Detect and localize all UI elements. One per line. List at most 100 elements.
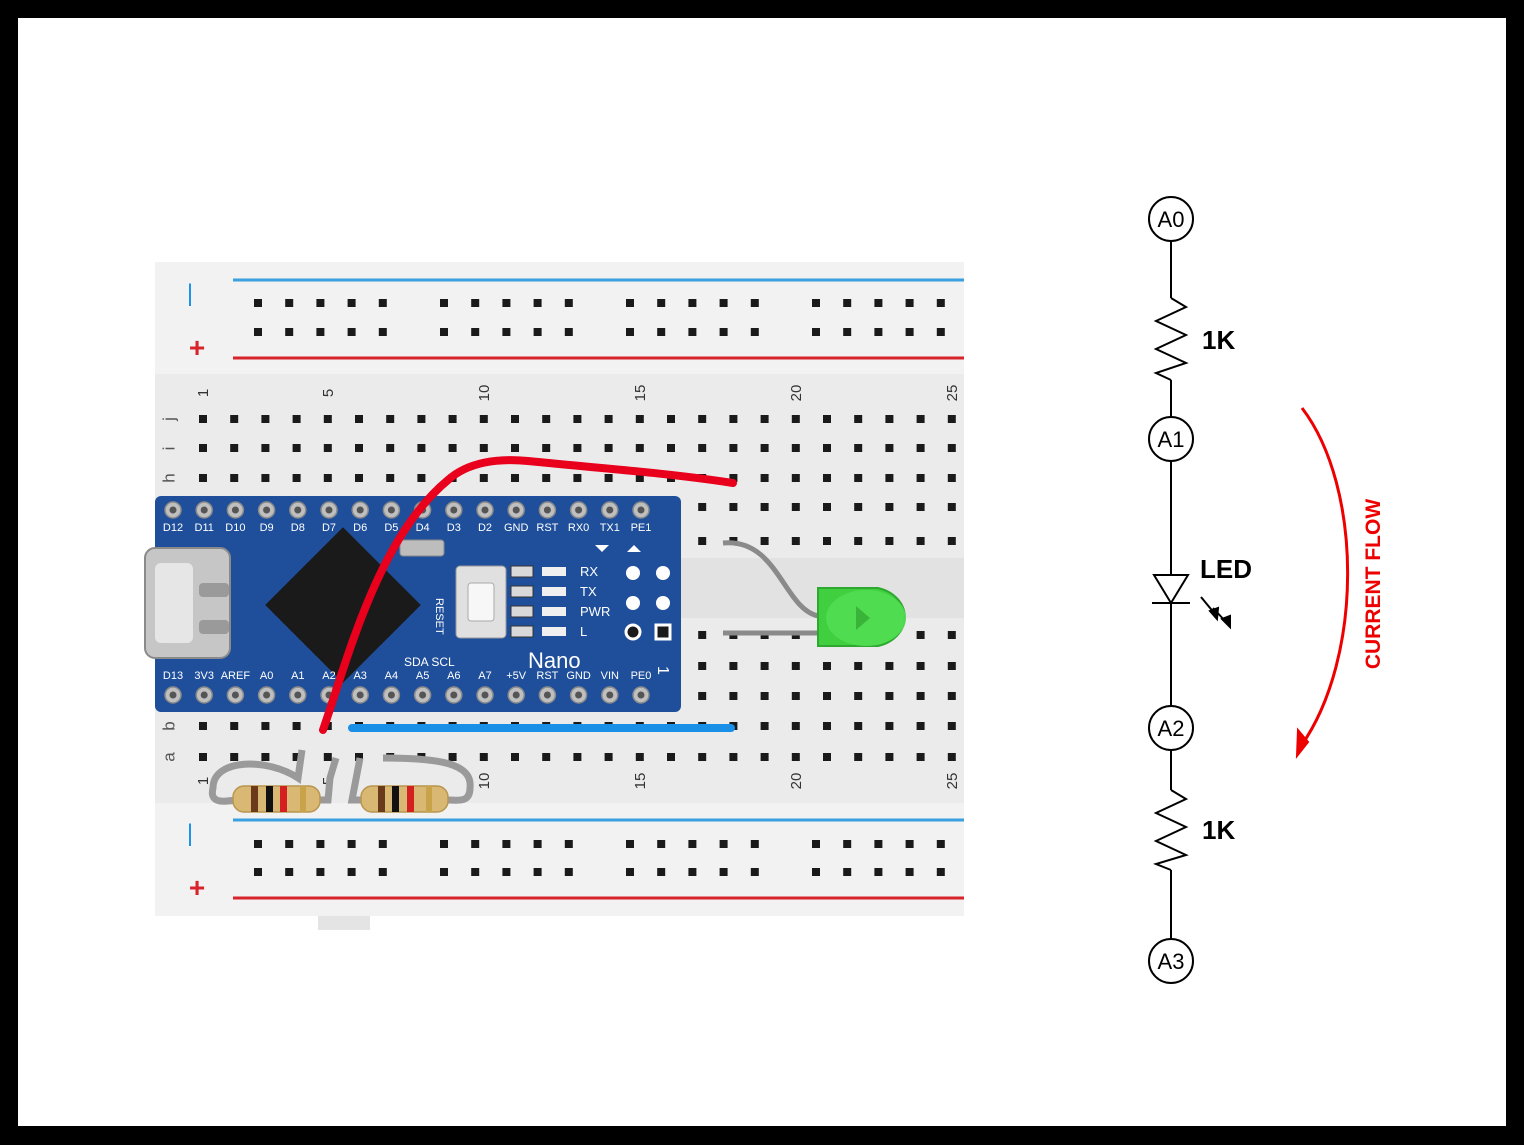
usb-c-tab <box>199 583 229 597</box>
usb-c-tab-2 <box>199 620 229 634</box>
rail-hole <box>254 328 262 336</box>
rail-hole <box>626 868 634 876</box>
rail-hole <box>347 328 356 336</box>
terminal-hole <box>542 415 551 423</box>
terminal-hole <box>916 537 925 545</box>
column-number: 25 <box>944 385 961 402</box>
pin-label: A1 <box>291 670 304 682</box>
smd-resistor <box>510 605 534 618</box>
terminal-hole <box>823 662 831 670</box>
rail-hole <box>347 840 356 848</box>
pin-hole-center <box>387 506 395 514</box>
terminal-hole <box>261 753 270 761</box>
rail-hole <box>905 328 914 336</box>
terminal-hole <box>947 503 956 511</box>
terminal-hole <box>885 474 894 482</box>
rail-hole <box>378 328 387 336</box>
terminal-hole <box>230 753 239 761</box>
rail-hole <box>843 840 852 848</box>
terminal-hole <box>760 692 769 700</box>
pin-hole-center <box>387 691 395 699</box>
pin-label: AREF <box>221 670 251 682</box>
node-a0-label: A0 <box>1158 207 1185 232</box>
pin-hole-center <box>450 691 458 699</box>
terminal-hole <box>791 722 800 730</box>
rail-hole <box>843 328 852 336</box>
led-lead-1 <box>722 540 839 621</box>
terminal-hole <box>885 415 894 423</box>
led-value-label: LED <box>1200 554 1252 584</box>
terminal-hole <box>823 503 831 511</box>
pin-label: D6 <box>353 522 367 534</box>
terminal-hole <box>448 753 457 761</box>
red-jumper-wire <box>319 456 737 734</box>
rail-hole <box>564 840 573 848</box>
resistor-1 <box>232 785 321 813</box>
pin-hole-center <box>169 691 177 699</box>
rail-hole <box>719 299 728 307</box>
terminal-hole <box>199 753 207 761</box>
rail-hole <box>843 299 852 307</box>
pin-label: GND <box>504 522 529 534</box>
terminal-hole <box>417 444 426 452</box>
pin-hole-center <box>606 506 614 514</box>
terminal-hole <box>698 503 707 511</box>
terminal-hole <box>916 631 925 639</box>
terminal-hole <box>823 753 831 761</box>
terminal-hole <box>760 722 769 730</box>
terminal-hole <box>199 474 207 482</box>
terminal-hole <box>292 444 301 452</box>
terminal-hole <box>511 444 519 452</box>
rail-hole <box>564 299 573 307</box>
crystal-oscillator <box>399 539 445 557</box>
terminal-hole <box>916 662 925 670</box>
terminal-hole <box>885 444 894 452</box>
terminal-hole <box>667 415 675 423</box>
rail-hole <box>502 328 511 336</box>
terminal-hole <box>885 662 894 670</box>
rail-hole <box>874 868 883 876</box>
rail-hole <box>936 299 945 307</box>
row-letter: a <box>159 752 178 762</box>
rail-hole <box>316 868 325 876</box>
terminal-hole <box>355 753 363 761</box>
side-digit: 1 <box>654 666 671 675</box>
pin-label: PE0 <box>631 670 652 682</box>
smd-led <box>542 607 566 616</box>
resistor-2-band <box>378 786 385 812</box>
terminal-hole <box>230 722 239 730</box>
smd-led <box>542 627 566 636</box>
terminal-hole <box>635 415 644 423</box>
terminal-hole <box>823 537 831 545</box>
rail-hole <box>843 868 852 876</box>
terminal-hole <box>760 415 769 423</box>
terminal-hole <box>947 537 956 545</box>
pin-hole-center <box>419 691 427 699</box>
pin-hole-center <box>637 506 645 514</box>
terminal-hole <box>698 692 707 700</box>
rail-hole <box>719 840 728 848</box>
terminal-hole <box>885 753 894 761</box>
current-flow-label: CURRENT FLOW <box>1362 499 1385 669</box>
terminal-hole <box>542 444 551 452</box>
rail-hole <box>254 840 262 848</box>
terminal-hole <box>479 415 488 423</box>
resistor-top-value: 1K <box>1202 325 1235 355</box>
terminal-hole <box>854 753 863 761</box>
rail-hole <box>657 868 666 876</box>
pin-label: A4 <box>385 670 398 682</box>
column-number: 10 <box>476 385 493 402</box>
node-a0 <box>1148 196 1194 242</box>
rail-hole <box>285 868 294 876</box>
pin-hole-center <box>294 506 302 514</box>
terminal-hole <box>791 537 800 545</box>
rail-hole <box>874 299 883 307</box>
resistor-1-band <box>300 786 306 812</box>
terminal-hole <box>791 415 800 423</box>
pin-hole-center <box>294 691 302 699</box>
rail-hole <box>812 328 820 336</box>
resistor-2-band <box>426 786 432 812</box>
node-a2 <box>1148 705 1194 751</box>
